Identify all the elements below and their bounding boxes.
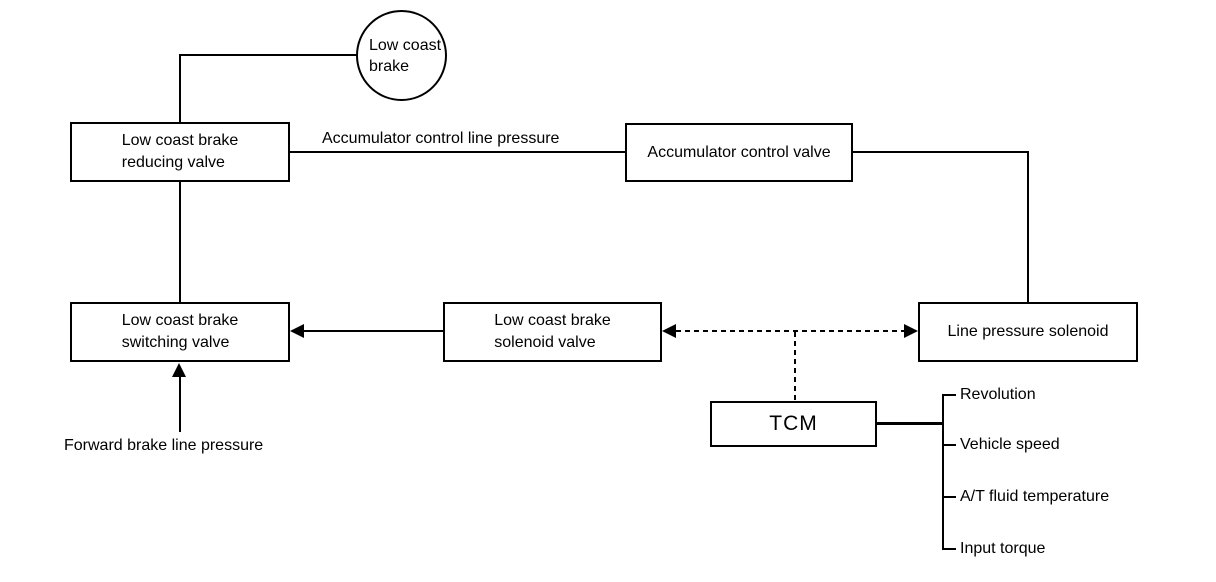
node-low-coast-brake: Low coast brake [356, 10, 447, 101]
label-forward-brake-line-pressure: Forward brake line pressure [64, 437, 264, 454]
connector-tcm-to-inputs [877, 422, 944, 425]
node-low-coast-brake-reducing-valve: Low coast brake reducing valve [70, 122, 290, 182]
node-label: Low coast brake switching valve [122, 310, 239, 354]
node-label: TCM [769, 412, 818, 435]
node-label: Low coast brake reducing valve [122, 130, 239, 174]
tcm-input-tick [944, 394, 956, 396]
node-label-line: solenoid valve [494, 334, 596, 351]
node-line-pressure-solenoid: Line pressure solenoid [918, 302, 1138, 362]
tcm-input-label-at-fluid-temperature: A/T fluid temperature [960, 488, 1110, 505]
arrowhead-into-switching-valve-bottom-icon [172, 363, 186, 377]
node-label: Line pressure solenoid [947, 323, 1109, 340]
tcm-inputs-bracket [942, 394, 944, 550]
node-tcm: TCM [710, 401, 877, 447]
tcm-input-label-vehicle-speed: Vehicle speed [960, 436, 1060, 453]
connector-accumulator-valve-to-line-pressure-solenoid [853, 151, 1029, 153]
node-label-line: Low coast brake [121, 312, 239, 329]
connector-reducing-valve-to-low-coast-brake-vertical [179, 54, 181, 123]
tcm-input-label-revolution: Revolution [960, 386, 1036, 403]
node-label-line: switching valve [121, 334, 230, 351]
arrowhead-into-line-pressure-solenoid-icon [904, 324, 918, 338]
node-label-line: reducing valve [121, 154, 225, 171]
node-label: Accumulator control valve [647, 143, 831, 161]
node-label: Low coast brake solenoid valve [494, 310, 611, 354]
tcm-input-tick [944, 496, 956, 498]
connector-reducing-valve-to-accumulator-valve [290, 151, 625, 153]
connector-accumulator-valve-to-line-pressure-solenoid-vertical [1027, 151, 1029, 302]
label-accumulator-control-line-pressure: Accumulator control line pressure [322, 130, 560, 147]
tcm-input-label-input-torque: Input torque [960, 540, 1046, 557]
connector-forward-brake-line-pressure [179, 376, 181, 432]
tcm-input-tick [944, 548, 956, 550]
connector-reducing-valve-to-low-coast-brake [180, 54, 357, 56]
tcm-input-tick [944, 444, 956, 446]
connector-reducing-valve-to-switching-valve [179, 182, 181, 302]
node-low-coast-brake-label: Low coast brake [358, 35, 441, 77]
connector-solenoid-valve-to-switching-valve [302, 330, 443, 332]
node-low-coast-brake-switching-valve: Low coast brake switching valve [70, 302, 290, 362]
arrowhead-into-switching-valve-icon [290, 324, 304, 338]
arrowhead-into-solenoid-valve-icon [662, 324, 676, 338]
node-accumulator-control-valve: Accumulator control valve [625, 123, 853, 182]
node-label-line: brake [369, 57, 410, 75]
node-label-line: Low coast brake [121, 132, 239, 149]
dashed-connector-solenoid-valve-line-pressure-solenoid [676, 330, 905, 332]
dashed-connector-tcm [794, 332, 796, 401]
node-label-line: Low coast [369, 36, 442, 54]
node-low-coast-brake-solenoid-valve: Low coast brake solenoid valve [443, 302, 662, 362]
node-label-line: Low coast brake [494, 312, 611, 329]
